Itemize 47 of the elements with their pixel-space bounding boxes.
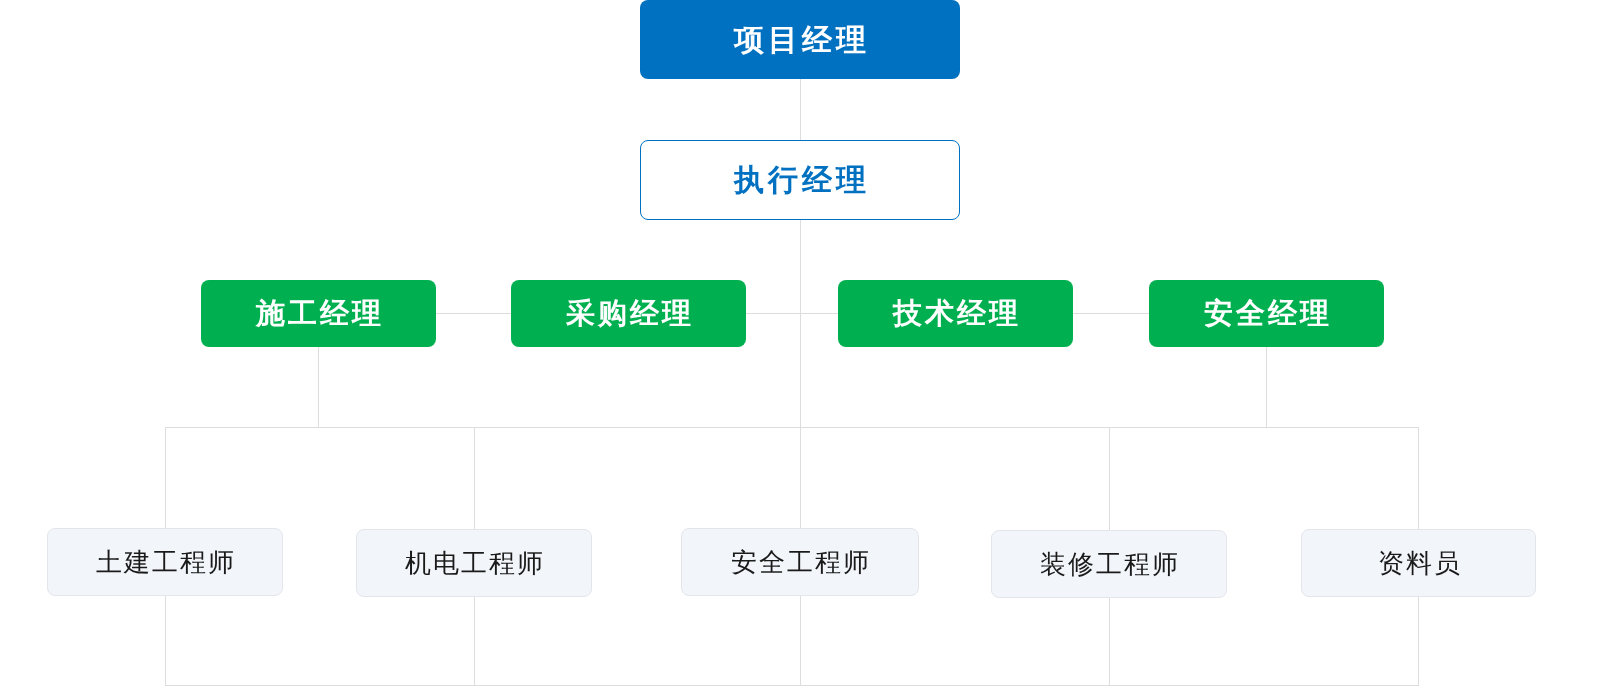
- role-title: 机电工程师: [405, 550, 545, 576]
- role-title: 安全经理: [1204, 299, 1332, 328]
- role-title: 装修工程师: [1040, 551, 1180, 577]
- role-box: [640, 140, 960, 220]
- role-box: [356, 529, 592, 597]
- role-title: 技术经理: [893, 299, 1021, 328]
- connector-line: [799, 426, 1110, 428]
- role-title: 执行经理: [734, 165, 870, 195]
- role-box: [681, 528, 919, 596]
- role-box: [47, 528, 283, 596]
- connector-line: [1108, 597, 1110, 686]
- connector-line: [799, 426, 801, 529]
- connector-line: [799, 684, 1110, 686]
- role-box: [991, 530, 1227, 598]
- connector-line: [745, 313, 801, 314]
- connector-line: [318, 346, 319, 428]
- connector-line: [799, 313, 839, 314]
- connector-line: [473, 426, 475, 530]
- connector-line: [435, 313, 512, 314]
- role-box: [1301, 529, 1536, 597]
- role-title: 项目经理: [734, 24, 870, 55]
- role-title: 安全工程师: [731, 549, 871, 575]
- connector-line: [1108, 596, 1419, 686]
- connector-line: [1108, 426, 1110, 531]
- connector-line: [799, 313, 801, 428]
- connector-line: [799, 78, 801, 141]
- connector-line: [473, 596, 475, 686]
- connector-line: [1108, 426, 1267, 428]
- connector-line: [799, 219, 801, 314]
- connector-line: [799, 595, 801, 686]
- connector-line: [473, 426, 801, 428]
- connector-line: [164, 595, 475, 686]
- role-box: [1149, 280, 1384, 347]
- connector-line: [1266, 346, 1267, 428]
- role-title: 资料员: [1377, 550, 1462, 576]
- role-box: [511, 280, 746, 347]
- connector-line: [164, 426, 319, 529]
- role-title: 施工经理: [256, 299, 384, 328]
- connector-line: [1072, 313, 1150, 314]
- connector-line: [473, 684, 801, 686]
- connector-line: [318, 426, 475, 428]
- role-title: 土建工程师: [96, 549, 236, 575]
- role-box: [640, 0, 960, 79]
- role-title: 采购经理: [566, 299, 694, 328]
- role-box: [838, 280, 1073, 347]
- role-box: [201, 280, 436, 347]
- connector-line: [1266, 426, 1419, 530]
